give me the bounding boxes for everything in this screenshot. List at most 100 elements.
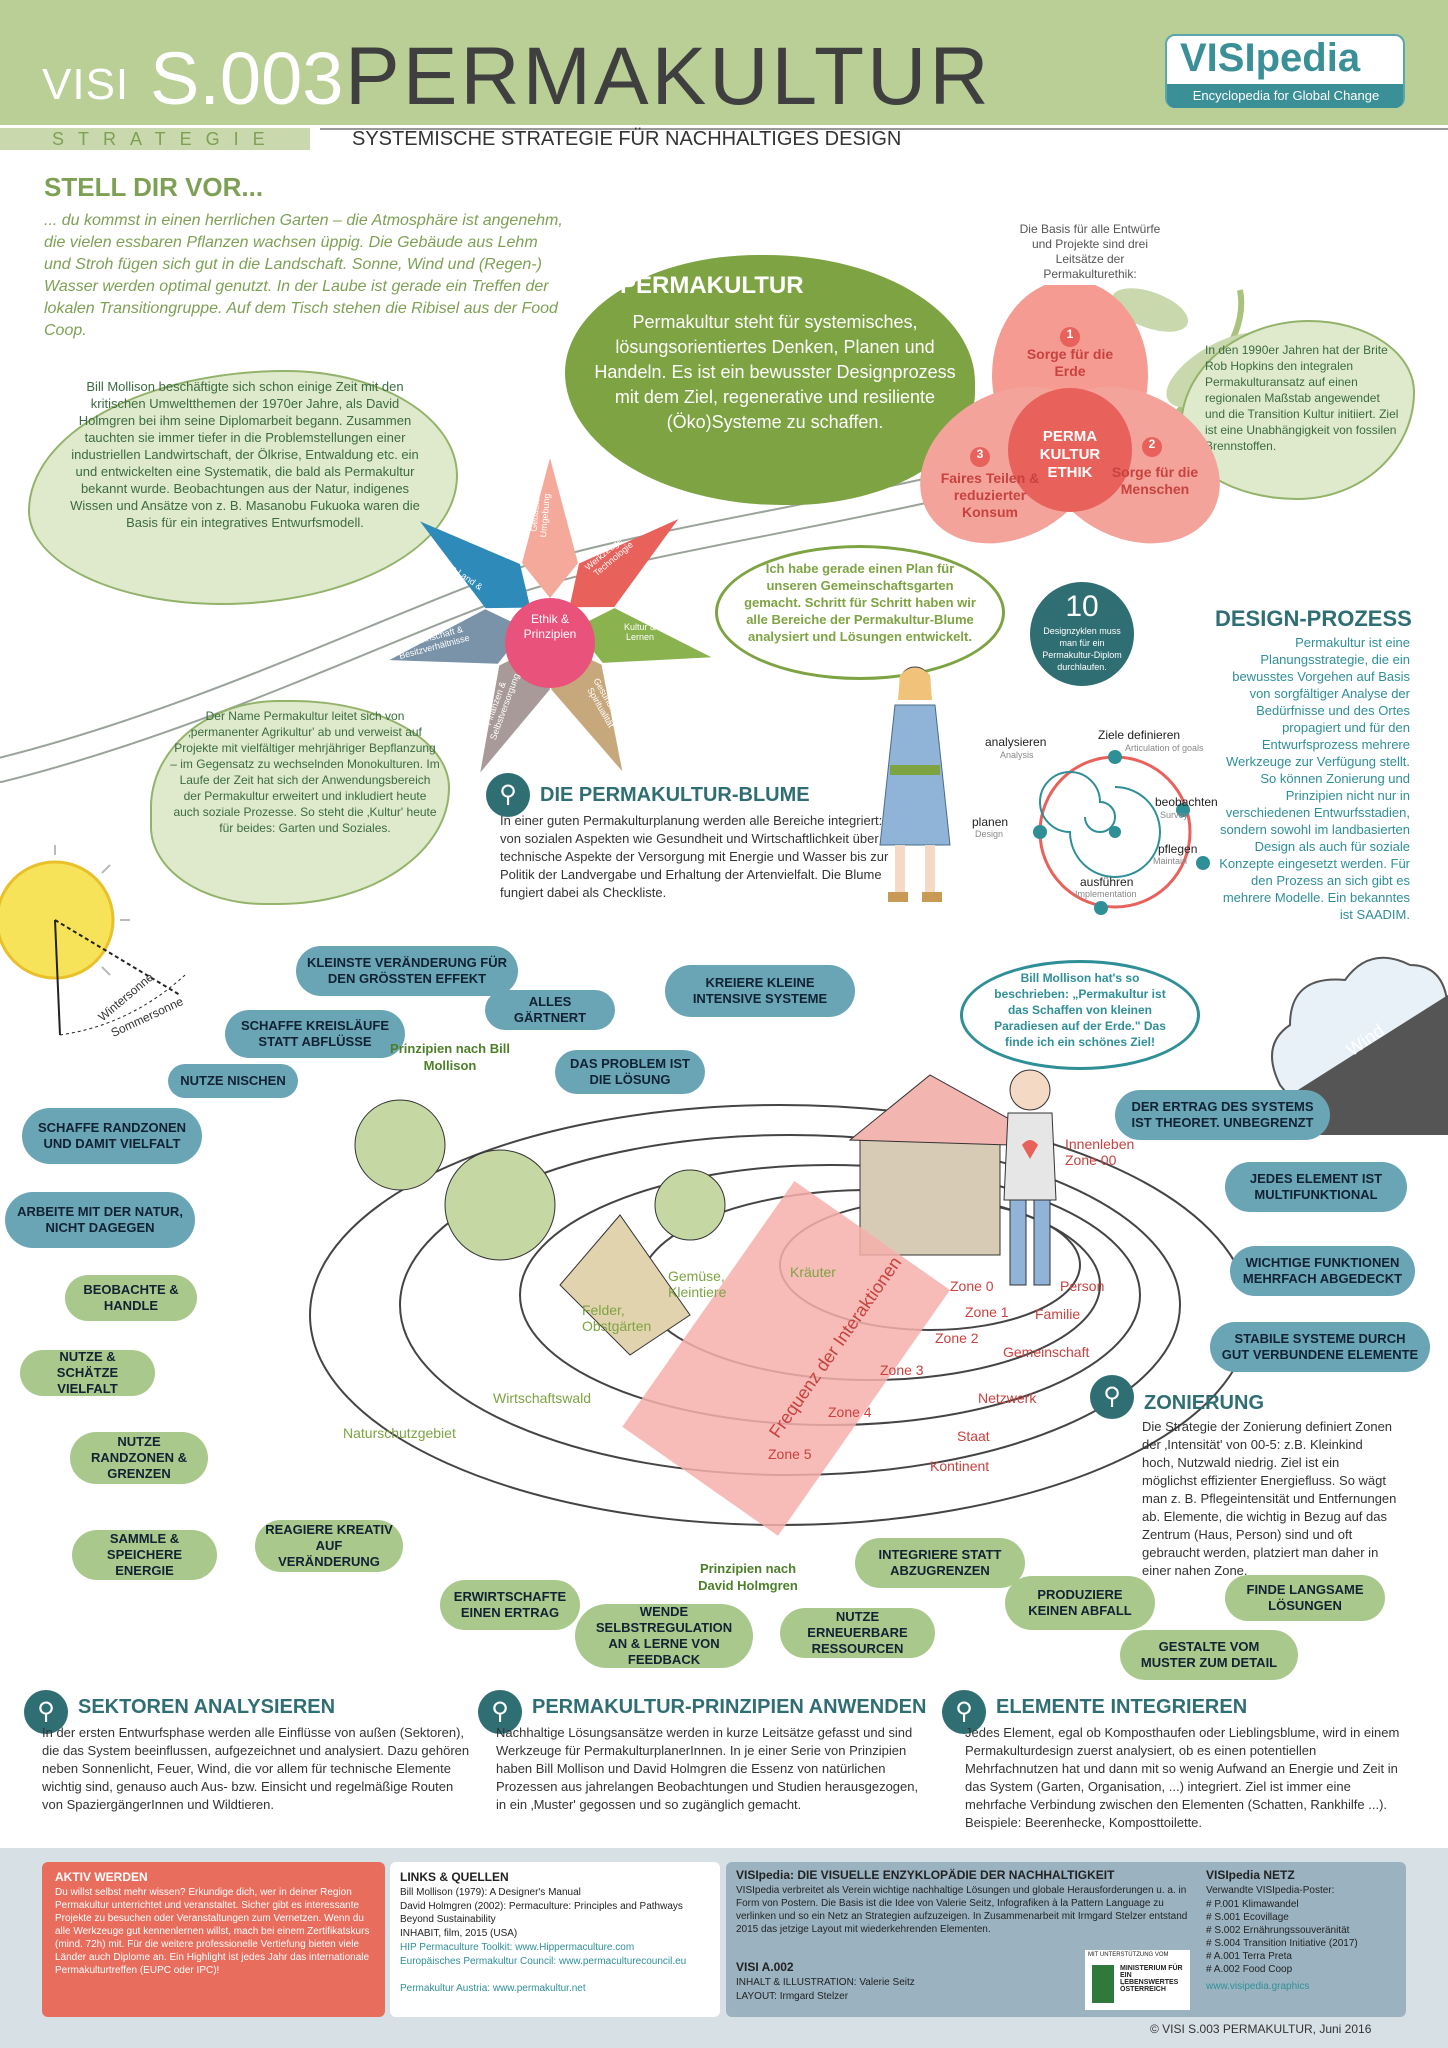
principle-ertrag: DER ERTRAG DES SYSTEMS IST THEORET. UNBE… xyxy=(1115,1090,1330,1140)
step-analyse: analysieren xyxy=(985,735,1047,749)
principle-vielfalt: NUTZE & SCHÄTZE VIELFALT xyxy=(20,1349,155,1396)
principle-intensive: KREIERE KLEINE INTENSIVE SYSTEME xyxy=(665,965,855,1017)
ethic-fairshare: Faires Teilen & reduzierter Konsum xyxy=(940,470,1040,520)
links-box xyxy=(390,1862,720,2017)
zone-5: Zone 5 xyxy=(768,1446,812,1462)
support-label: MIT UNTERSTÜTZUNG VOM xyxy=(1088,1952,1169,1958)
leaf-name-text: Der Name Permakultur leitet sich von ‚pe… xyxy=(170,709,440,835)
holmgren-label: Prinzipien nach David Holmgren xyxy=(698,1561,798,1593)
links-title: LINKS & QUELLEN xyxy=(400,1870,509,1884)
ministry-emblem xyxy=(1092,1965,1114,2003)
ethics-diagram xyxy=(920,285,1220,544)
area-naturschutz: Naturschutzgebiet xyxy=(343,1425,456,1441)
step-survey-en: Survey xyxy=(1160,810,1189,820)
principle-kleinste: KLEINSTE VERÄNDERUNG FÜR DEN GRÖSSTEN EF… xyxy=(296,946,518,996)
wrench-icon xyxy=(1090,1375,1134,1419)
credits-content: INHALT & ILLUSTRATION: Valerie Seitz xyxy=(736,1977,915,1988)
step-maintain-en: Maintain xyxy=(1153,856,1188,866)
link-item[interactable]: Permakultur Austria: www.permakultur.net xyxy=(400,1983,586,1994)
principle-grenzen: NUTZE RANDZONEN & GRENZEN xyxy=(70,1432,208,1484)
wind-cloud xyxy=(1271,956,1448,1135)
principle-nischen: NUTZE NISCHEN xyxy=(168,1064,298,1098)
strategy-band xyxy=(0,128,310,150)
leaf-hopkins-text: In den 1990er Jahren hat der Brite Rob H… xyxy=(1205,343,1399,453)
flower-heading: DIE PERMAKULTUR-BLUME xyxy=(540,784,810,806)
flower-center xyxy=(505,598,595,688)
netz-item[interactable]: # S.004 Transition Initiative (2017) xyxy=(1206,1938,1358,1949)
wrench-icon xyxy=(486,773,530,817)
link-item[interactable]: HIP Permaculture Toolkit: www.Hippermacu… xyxy=(400,1942,635,1953)
poster-code: S.003 xyxy=(150,37,344,120)
principle-langsam: FINDE LANGSAME LÖSUNGEN xyxy=(1225,1575,1385,1621)
zonierung-heading: ZONIERUNG xyxy=(1144,1392,1264,1414)
step-implement: ausführen xyxy=(1080,875,1134,889)
page-subtitle: SYSTEMISCHE STRATEGIE FÜR NACHHALTIGES D… xyxy=(352,128,902,150)
ethic-people: Sorge für die Menschen xyxy=(1111,464,1199,497)
man-illustration xyxy=(1003,1069,1057,1286)
netz-item[interactable]: # P.001 Klimawandel xyxy=(1206,1899,1299,1910)
netz-item[interactable]: # S.001 Ecovillage xyxy=(1206,1912,1289,1923)
sun-diagram xyxy=(0,845,186,1036)
link-item[interactable]: Bill Mollison (1979): A Designer's Manua… xyxy=(400,1887,581,1898)
principle-beobachte: BEOBACHTE & HANDLE xyxy=(65,1275,197,1321)
social-familie: Familie xyxy=(1035,1306,1081,1322)
principle-muster: GESTALTE VOM MUSTER ZUM DETAIL xyxy=(1120,1630,1298,1680)
speech-bubble-woman xyxy=(715,545,1005,680)
principle-gaertnert: ALLES GÄRTNERT xyxy=(485,990,615,1030)
step-goals: Ziele definieren xyxy=(1098,728,1181,742)
netz-intro: Verwandte VISIpedia-Poster: xyxy=(1206,1885,1335,1896)
speech-bubble-man xyxy=(960,960,1200,1070)
area-felder: Felder, Obstgärten xyxy=(582,1302,652,1334)
permakultur-title: PERMAKULTUR xyxy=(620,272,804,299)
link-item[interactable]: David Holmgren (2002): Permaculture: Pri… xyxy=(400,1901,683,1925)
saadim-spiral xyxy=(1033,750,1210,915)
netz-item[interactable]: # A.002 Food Coop xyxy=(1206,1964,1293,1975)
petal-kultur: Kultur & Lernen xyxy=(623,622,656,642)
sektoren-heading: SEKTOREN ANALYSIEREN xyxy=(78,1696,336,1718)
zone-2: Zone 2 xyxy=(935,1330,979,1346)
step-maintain: pflegen xyxy=(1158,842,1198,856)
step-goals-en: Articulation of goals xyxy=(1125,743,1204,753)
step-implement-en: Implementation xyxy=(1075,889,1137,899)
ethic-num-2: 2 xyxy=(1148,437,1156,451)
social-netzwerk: Netzwerk xyxy=(978,1390,1037,1406)
principle-randzonen: SCHAFFE RANDZONEN UND DAMIT VIELFALT xyxy=(22,1108,202,1164)
social-person: Person xyxy=(1060,1278,1105,1294)
cycles-circle xyxy=(1030,582,1134,686)
design-text: Permakultur ist eine Planungsstrategie, … xyxy=(1219,635,1410,922)
visipedia-box xyxy=(726,1862,1406,2017)
strategy-label: STRATEGIE xyxy=(52,129,279,149)
design-heading: DESIGN-PROZESS xyxy=(1215,606,1412,631)
principle-kreislaeufe: SCHAFFE KREISLÄUFE STATT ABFLÜSSE xyxy=(225,1010,405,1058)
inner-zone: Innenleben Zone 00 xyxy=(1065,1136,1135,1168)
prinzipien-heading: PERMAKULTUR-PRINZIPIEN ANWENDEN xyxy=(532,1696,927,1718)
principle-ertrag-h: ERWIRTSCHAFTE EINEN ERTRAG xyxy=(440,1580,580,1630)
aktiv-text: Du willst selbst mehr wissen? Erkundige … xyxy=(55,1887,370,1976)
permakultur-blob xyxy=(565,255,975,505)
link-item[interactable]: INHABIT, film, 2015 (USA) xyxy=(400,1928,518,1939)
area-wirtschaftswald: Wirtschaftswald xyxy=(493,1390,592,1406)
netz-item[interactable]: # A.001 Terra Preta xyxy=(1206,1951,1292,1962)
visipedia-text: VISIpedia verbreitet als Verein wichtige… xyxy=(736,1885,1188,1935)
zone-1: Zone 1 xyxy=(965,1304,1009,1320)
principle-problem: DAS PROBLEM IST DIE LÖSUNG xyxy=(555,1050,705,1094)
zone-4: Zone 4 xyxy=(828,1404,872,1420)
principle-kreativ: REAGIERE KREATIV AUF VERÄNDERUNG xyxy=(255,1520,403,1572)
aktiv-box xyxy=(42,1862,385,2017)
link-item[interactable]: Europäisches Permakultur Council: www.pe… xyxy=(400,1956,687,1967)
netz-item[interactable]: # S.002 Ernährungssouveränität xyxy=(1206,1925,1350,1936)
cycles-text: Designzyklen muss man für ein Permakultu… xyxy=(1042,626,1122,672)
zone-3: Zone 3 xyxy=(880,1362,924,1378)
ethics-intro: Die Basis für alle Entwürfe und Projekte… xyxy=(1019,222,1161,281)
principle-energie: SAMMLE & SPEICHERE ENERGIE xyxy=(72,1530,217,1580)
logo-bar xyxy=(1167,84,1403,108)
ministry-name: MINISTERIUM FÜR EIN LEBENSWERTES ÖSTERRE… xyxy=(1120,1965,1183,1993)
page-title: PERMAKULTUR xyxy=(345,31,992,122)
principle-natur: ARBEITE MIT DER NATUR, NICHT DAGEGEN xyxy=(5,1192,195,1248)
principle-mehrfach: WICHTIGE FUNKTIONEN MEHRFACH ABGEDECKT xyxy=(1230,1246,1415,1296)
wrench-glyph: ⚲ xyxy=(499,781,517,808)
speech-man-text: Bill Mollison hat's so beschrieben: „Per… xyxy=(994,971,1166,1049)
netz-link[interactable]: www.visipedia.graphics xyxy=(1206,1981,1310,1992)
area-gemuese: Gemüse, Kleintiere xyxy=(668,1268,727,1300)
wrench-icon xyxy=(478,1690,522,1734)
